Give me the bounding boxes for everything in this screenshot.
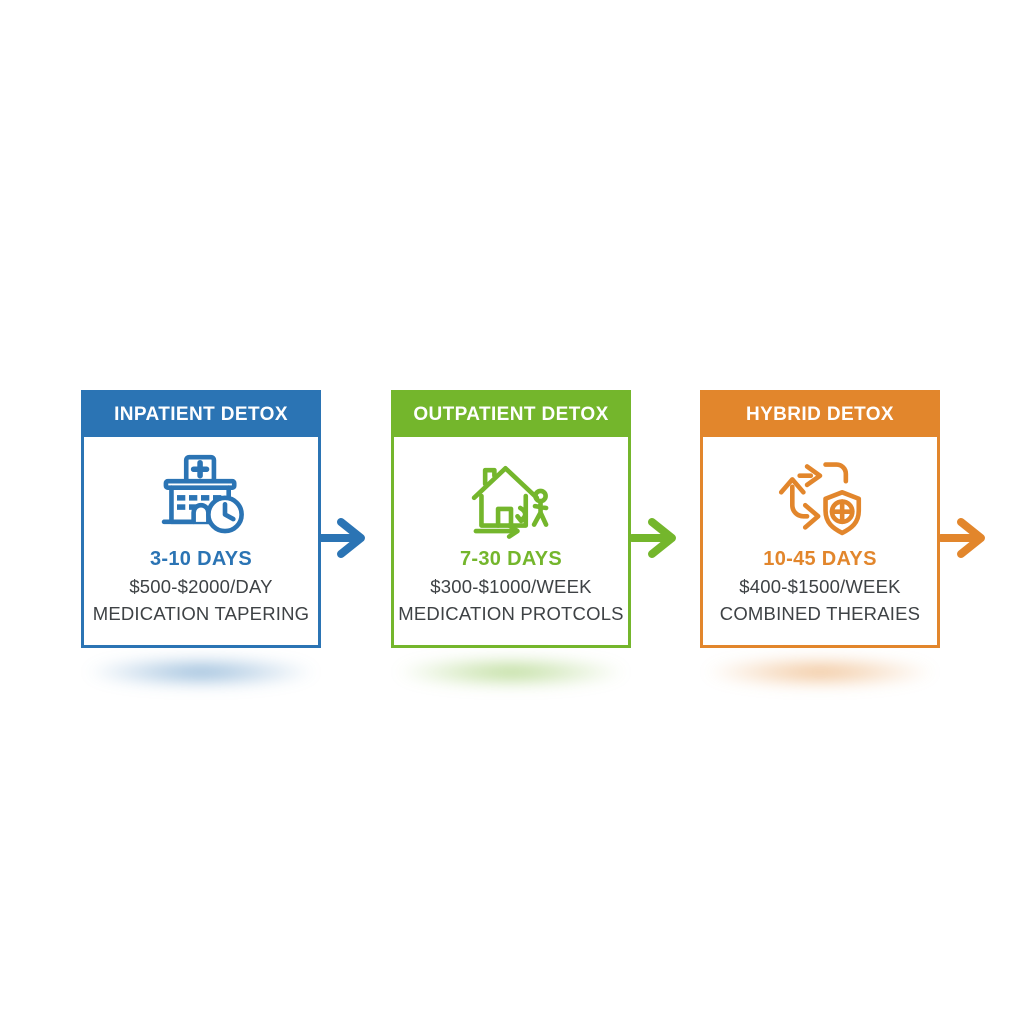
card-body: 7-30 DAYS $300-$1000/WEEK MEDICATION PRO… [394, 436, 628, 645]
house-walkout-icon [463, 446, 559, 546]
card-title: HYBRID DETOX [702, 392, 938, 437]
card-hybrid-detox: HYBRID DETOX 10-45 DAYS $400-$1500/WEEK … [700, 390, 940, 648]
right-arrow-icon [628, 516, 682, 565]
right-arrow-icon [937, 516, 991, 565]
recycle-shield-icon [772, 446, 868, 546]
price-text: $500-$2000/DAY [129, 576, 273, 597]
treatment-text: MEDICATION TAPERING [92, 603, 310, 624]
duration-text: 7-30 DAYS [459, 548, 563, 570]
duration-text: 10-45 DAYS [763, 548, 877, 570]
card-shadow-green [396, 656, 626, 688]
card-title: INPATIENT DETOX [83, 392, 319, 437]
card-shadow-blue [86, 656, 316, 688]
card-inpatient-detox: INPATIENT DETOX [81, 390, 321, 648]
treatment-text: COMBINED THERAIES [719, 603, 921, 624]
hospital-clock-icon [153, 446, 249, 546]
card-shadow-orange [705, 656, 935, 688]
card-body: 3-10 DAYS $500-$2000/DAY MEDICATION TAPE… [84, 436, 318, 645]
right-arrow-icon [317, 516, 371, 565]
card-outpatient-detox: OUTPATIENT DETOX 7-30 DAYS $300-$1000/WE… [391, 390, 631, 648]
price-text: $400-$1500/WEEK [739, 576, 901, 597]
duration-text: 3-10 DAYS [149, 548, 253, 570]
treatment-text: MEDICATION PROTCOLS [398, 603, 624, 624]
card-body: 10-45 DAYS $400-$1500/WEEK COMBINED THER… [703, 436, 937, 645]
price-text: $300-$1000/WEEK [430, 576, 592, 597]
card-title: OUTPATIENT DETOX [393, 392, 629, 437]
